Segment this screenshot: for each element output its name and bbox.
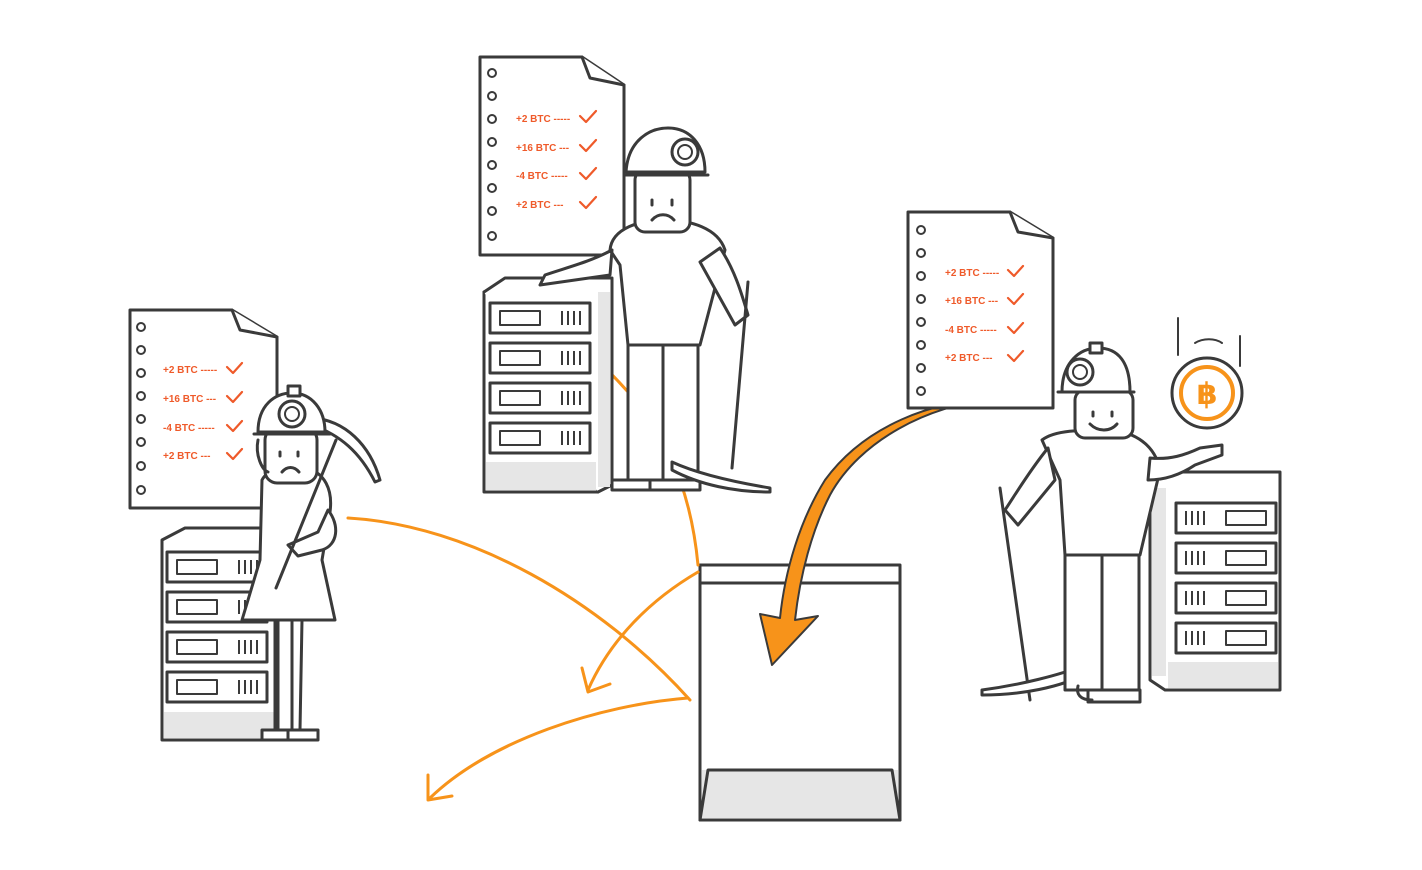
ledger-center-line-2: +16 BTC --- [516,143,569,154]
arrow-box-out-upper [586,570,700,692]
check-icon [225,361,244,375]
check-icon [578,166,598,181]
sad-mouth [650,213,676,222]
sad-mouth [280,466,301,474]
helmet-lamp-icon [670,137,700,167]
arrow-head-upper [580,666,612,694]
ledger-center: +2 BTC ----- +16 BTC --- -4 BTC ----- +2… [478,55,626,257]
check-icon [578,138,598,153]
arrow-left-to-box [346,516,692,702]
check-icon [1006,292,1025,306]
helmet-lamp-icon [1065,357,1095,387]
hair [255,438,270,474]
bitcoin-icon: ฿ [1197,377,1218,412]
miner-right [980,341,1224,704]
check-icon [1006,349,1025,363]
ledger-right-line-1: +2 BTC ----- [945,268,999,279]
ledger-right: +2 BTC ----- +16 BTC --- -4 BTC ----- +2… [906,210,1055,410]
miner-center-group: +2 BTC ----- +16 BTC --- -4 BTC ----- +2… [478,55,772,494]
server-rack-left [160,526,280,742]
ledger-right-line-3: -4 BTC ----- [945,325,997,336]
ledger-left: +2 BTC ----- +16 BTC --- -4 BTC ----- +2… [128,308,279,510]
ledger-left-line-4: +2 BTC --- [163,451,211,462]
bitcoin-coin: ฿ [1170,317,1244,430]
check-icon [225,419,244,433]
arrow-head-lower [426,773,454,802]
check-icon [578,195,598,210]
miner-center [538,126,772,494]
miner-left [240,384,382,742]
check-icon [578,109,598,124]
accepted-arrow [759,399,991,666]
server-rack-center [482,276,614,494]
ledger-center-line-1: +2 BTC ----- [516,114,570,125]
smile-mouth [1088,422,1119,432]
check-icon [1006,321,1025,335]
ledger-center-line-3: -4 BTC ----- [516,171,568,182]
check-icon [225,390,244,404]
ledger-left-line-3: -4 BTC ----- [163,423,215,434]
server-rack-right [1148,470,1282,692]
ledger-center-line-4: +2 BTC --- [516,200,564,211]
check-icon [1006,264,1025,278]
arrow-box-out-lower [428,696,690,800]
miner-right-group: +2 BTC ----- +16 BTC --- -4 BTC ----- +2… [906,210,1282,704]
ledger-right-line-2: +16 BTC --- [945,296,998,307]
check-icon [225,447,244,461]
block-box [698,563,902,822]
ledger-left-line-1: +2 BTC ----- [163,365,217,376]
ledger-right-line-4: +2 BTC --- [945,353,993,364]
miner-left-group: +2 BTC ----- +16 BTC --- -4 BTC ----- +2… [128,308,382,742]
helmet-lamp-icon [277,399,307,429]
ledger-left-line-2: +16 BTC --- [163,394,216,405]
